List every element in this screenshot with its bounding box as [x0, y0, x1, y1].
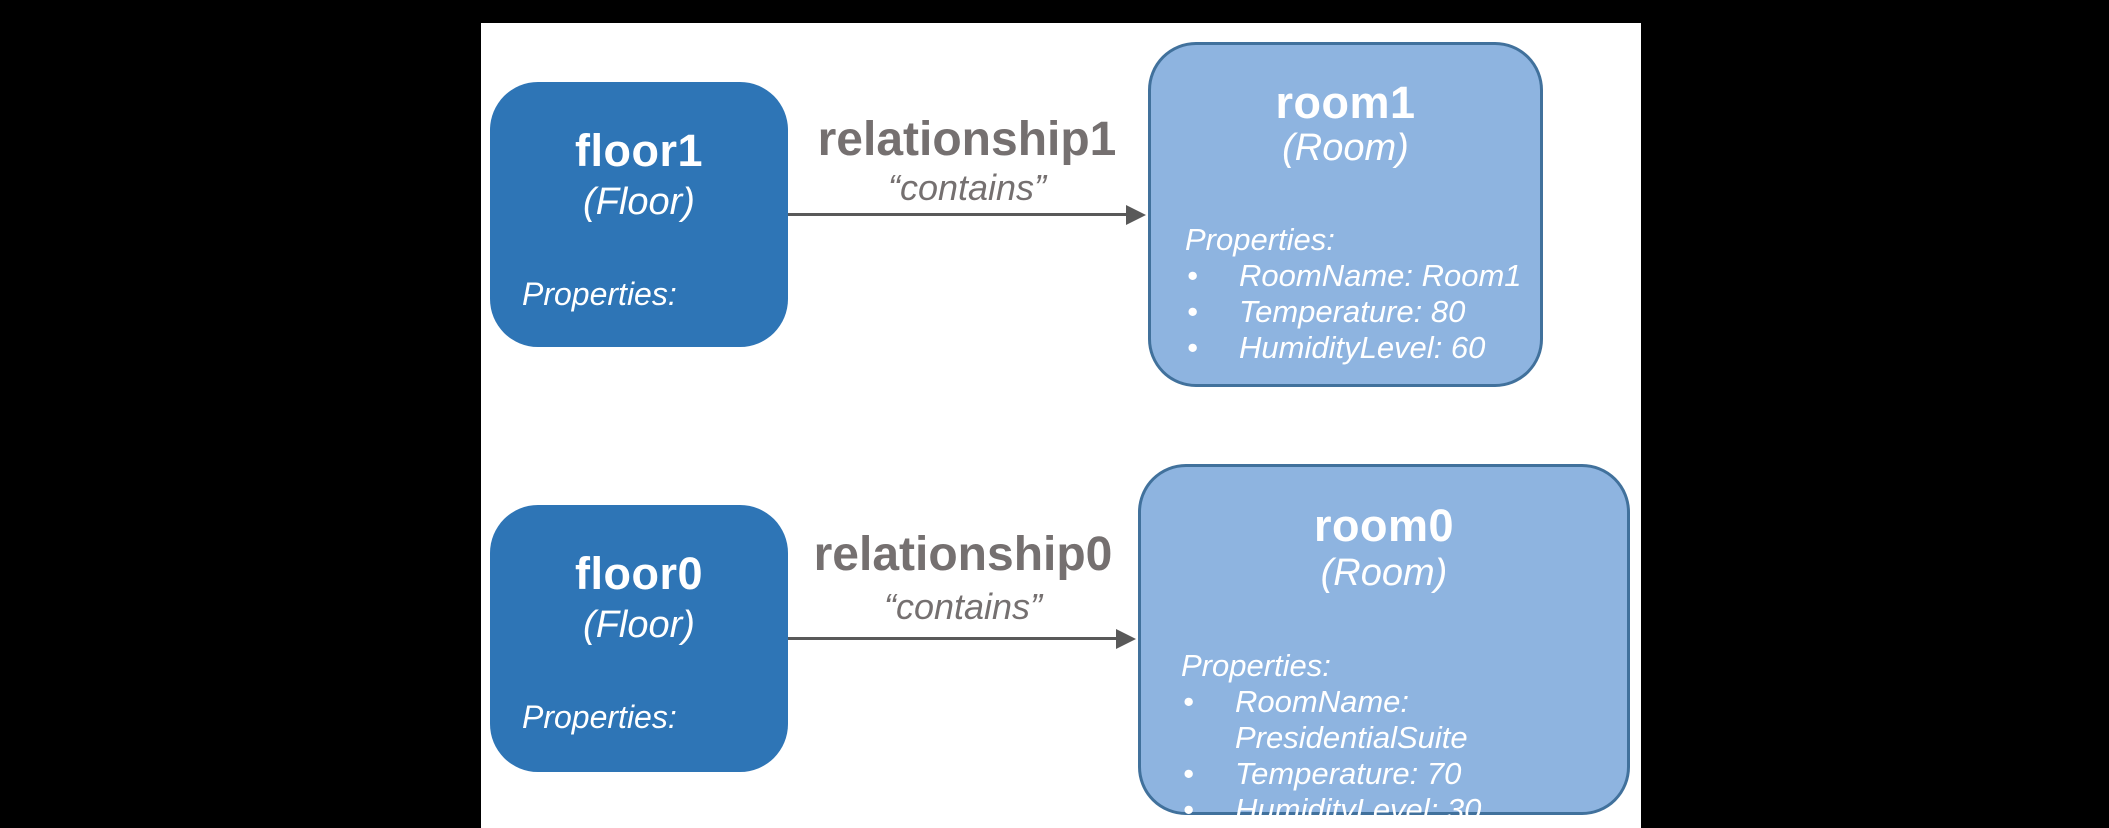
floor0-type: (Floor)	[583, 604, 695, 646]
diagram-panel: floor1 (Floor) Properties: relationship1…	[481, 23, 1641, 828]
room0-properties-list: RoomName: PresidentialSuite Temperature:…	[1181, 684, 1613, 828]
room0-properties-label: Properties:	[1181, 648, 1331, 683]
room1-properties-list: RoomName: Room1 Temperature: 80 Humidity…	[1185, 258, 1524, 366]
property-item: Temperature: 80	[1185, 294, 1524, 330]
arrow-line	[788, 637, 1116, 640]
floor1-type: (Floor)	[583, 181, 695, 223]
floor0-node: floor0 (Floor) Properties:	[490, 505, 788, 772]
relationship0-predicate: “contains”	[883, 586, 1043, 627]
property-item: HumidityLevel: 30	[1181, 792, 1613, 828]
floor1-title: floor1	[574, 125, 703, 176]
arrow-right-icon	[1116, 629, 1136, 649]
room0-node: room0 (Room) Properties: RoomName: Presi…	[1138, 464, 1630, 828]
arrow-right-icon	[1126, 205, 1146, 225]
relationship1-predicate: “contains”	[887, 167, 1047, 208]
room1-node: room1 (Room) Properties: RoomName: Room1…	[1148, 42, 1543, 387]
property-item: HumidityLevel: 60	[1185, 330, 1524, 366]
room0-type: (Room)	[1320, 552, 1448, 594]
floor0-properties-label: Properties:	[522, 699, 677, 735]
floor0-title: floor0	[574, 548, 703, 599]
room0-properties: Properties: RoomName: PresidentialSuite …	[1181, 648, 1613, 828]
property-item: RoomName: PresidentialSuite	[1181, 684, 1613, 756]
relationship0-label: relationship0	[813, 528, 1113, 581]
arrow-line	[788, 213, 1126, 216]
property-item: Temperature: 70	[1181, 756, 1613, 792]
room1-type: (Room)	[1282, 127, 1409, 169]
floor1-properties-label: Properties:	[522, 276, 677, 312]
room1-title: room1	[1275, 77, 1416, 128]
room1-properties: Properties: RoomName: Room1 Temperature:…	[1185, 222, 1524, 366]
room0-title: room0	[1313, 500, 1455, 551]
relationship1-label: relationship1	[817, 113, 1117, 166]
room1-properties-label: Properties:	[1185, 222, 1335, 257]
floor1-node: floor1 (Floor) Properties:	[490, 82, 788, 347]
property-item: RoomName: Room1	[1185, 258, 1524, 294]
